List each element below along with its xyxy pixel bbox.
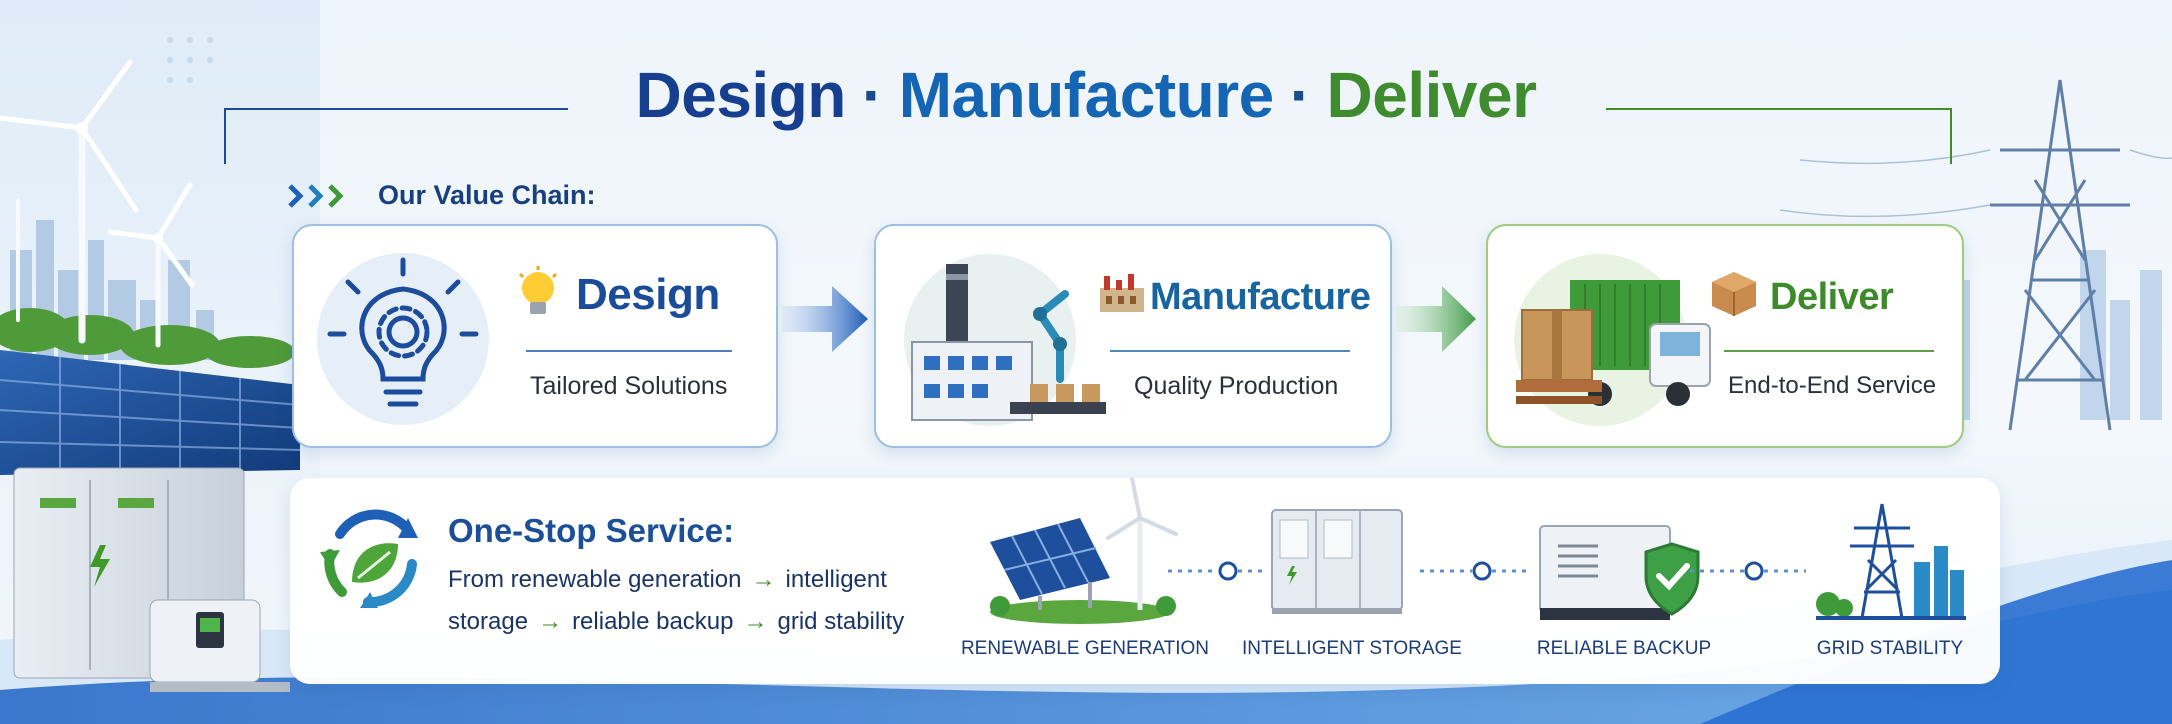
- stage-label-reliable-backup: RELIABLE BACKUP: [1536, 638, 1712, 659]
- title-design: Design: [635, 59, 847, 131]
- arrow-right-icon: [782, 286, 868, 352]
- solar-wind-icon: [990, 478, 1178, 624]
- title-separator: ·: [861, 59, 883, 131]
- service-text: reliable backup: [572, 608, 734, 635]
- title-separator: ·: [1289, 59, 1311, 131]
- service-panel: [290, 478, 2000, 684]
- transmission-tower-icon: [1816, 503, 1966, 620]
- battery-storage-icon: [1271, 509, 1403, 614]
- service-text: intelligent: [785, 566, 887, 593]
- service-title: One-Stop Service:: [448, 512, 735, 549]
- lightbulb-gear-icon: [317, 253, 489, 425]
- service-text: grid stability: [777, 608, 905, 635]
- design-card: Design Tailored Solutions: [292, 224, 778, 448]
- arrow-icon: →: [751, 566, 776, 593]
- manufacture-card-divider: [1110, 350, 1350, 352]
- deliver-card: Deliver End-to-End Service: [1486, 224, 1964, 448]
- delivery-truck-icon: [1514, 254, 1711, 426]
- deliver-card-divider: [1724, 350, 1934, 352]
- frame-line-right: [1606, 108, 1950, 110]
- title-deliver: Deliver: [1326, 59, 1537, 131]
- design-card-subtitle: Tailored Solutions: [530, 372, 728, 400]
- chevron-arrows-icon: [288, 184, 344, 208]
- stage-connectors: [1168, 561, 1806, 581]
- service-text: From renewable generation: [448, 566, 742, 593]
- frame-line-left: [224, 108, 568, 110]
- arrow-right-icon: [1396, 286, 1476, 352]
- package-icon: [1712, 272, 1756, 316]
- factory-icon: [1100, 274, 1144, 312]
- manufacture-card-title: Manufacture: [1150, 276, 1371, 318]
- arrow-icon: →: [743, 608, 768, 635]
- generator-shield-icon: [1539, 525, 1700, 620]
- stage-label-renewable-generation: RENEWABLE GENERATION: [960, 638, 1210, 659]
- frame-drop-left: [224, 108, 226, 164]
- design-card-title: Design: [576, 270, 720, 319]
- manufacture-card-subtitle: Quality Production: [1134, 372, 1339, 400]
- service-description-line-2: storage → reliable backup → grid stability: [448, 608, 904, 636]
- page-title: Design·Manufacture·Deliver: [0, 58, 2172, 132]
- stage-label-grid-stability: GRID STABILITY: [1816, 638, 1964, 659]
- lightbulb-icon: [518, 266, 558, 314]
- service-text: storage: [448, 608, 529, 635]
- value-chain-label: Our Value Chain:: [378, 180, 596, 210]
- stage-label-intelligent-storage: INTELLIGENT STORAGE: [1242, 638, 1462, 659]
- factory-robot-icon: [904, 254, 1106, 426]
- arrow-icon: →: [538, 608, 563, 635]
- manufacture-card: Manufacture Quality Production: [874, 224, 1392, 448]
- title-manufacture: Manufacture: [898, 59, 1275, 131]
- recycle-leaf-icon: [320, 509, 418, 608]
- frame-drop-right: [1950, 108, 1952, 164]
- deliver-card-subtitle: End-to-End Service: [1728, 372, 1937, 399]
- service-description-line-1: From renewable generation → intelligent: [448, 566, 887, 594]
- design-card-divider: [526, 350, 732, 352]
- deliver-card-title: Deliver: [1770, 276, 1894, 318]
